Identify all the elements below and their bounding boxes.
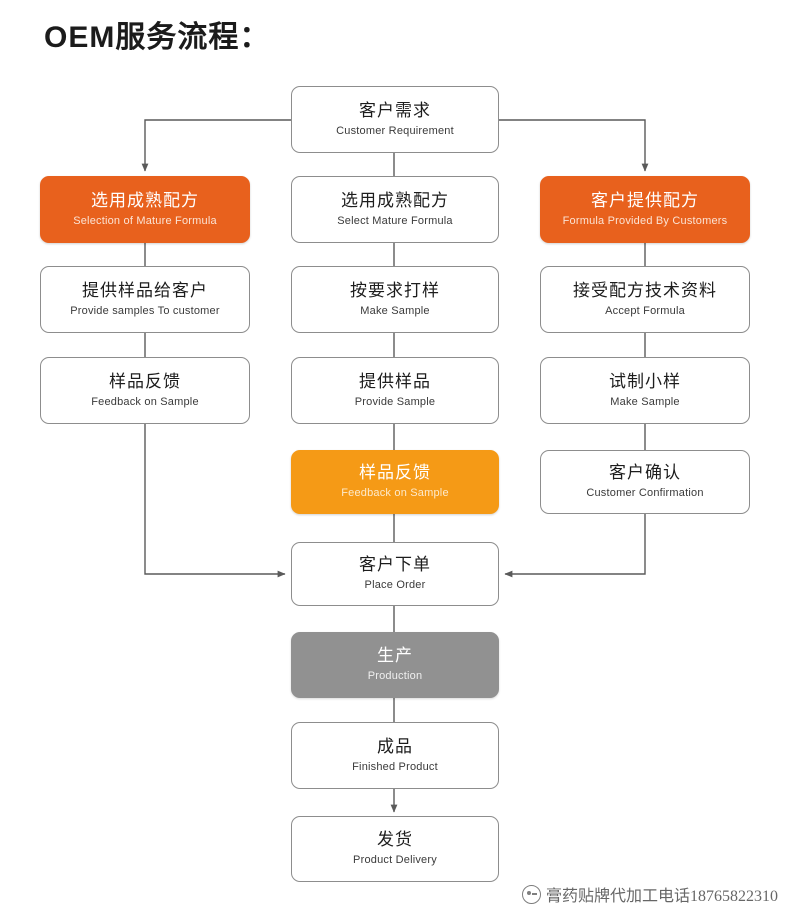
node-selection-of-mature-formula[interactable]: 选用成熟配方 Selection of Mature Formula [40, 176, 250, 243]
node-accept-formula[interactable]: 接受配方技术资料 Accept Formula [540, 266, 750, 333]
node-feedback-on-sample-center[interactable]: 样品反馈 Feedback on Sample [291, 450, 499, 514]
node-product-delivery[interactable]: 发货 Product Delivery [291, 816, 499, 882]
node-label-cn: 按要求打样 [350, 280, 440, 300]
node-select-mature-formula[interactable]: 选用成熟配方 Select Mature Formula [291, 176, 499, 243]
node-formula-provided-by-customers[interactable]: 客户提供配方 Formula Provided By Customers [540, 176, 750, 243]
node-label-en: Selection of Mature Formula [73, 214, 217, 227]
node-place-order[interactable]: 客户下单 Place Order [291, 542, 499, 606]
edge-left-feedback-to-place-order [144, 424, 286, 578]
node-label-cn: 试制小样 [609, 371, 681, 391]
edge-confirmation-to-place-order [504, 514, 646, 578]
node-label-cn: 选用成熟配方 [91, 190, 199, 210]
node-label-cn: 客户提供配方 [591, 190, 699, 210]
node-label-en: Place Order [364, 579, 426, 591]
node-provide-sample[interactable]: 提供样品 Provide Sample [291, 357, 499, 424]
node-label-en: Customer Confirmation [586, 487, 704, 499]
edge-requirement-to-mature-formula [141, 119, 291, 172]
node-label-en: Provide Sample [354, 395, 436, 408]
node-label-en: Customer Requirement [336, 124, 454, 137]
node-label-en: Select Mature Formula [337, 214, 453, 227]
edge-requirement-to-customer-formula [499, 119, 649, 172]
node-label-en: Make Sample [610, 395, 680, 408]
node-label-cn: 接受配方技术资料 [573, 280, 717, 300]
watermark-text: 膏药贴牌代加工电话18765822310 [545, 888, 778, 905]
node-label-en: Accept Formula [605, 304, 685, 317]
node-production[interactable]: 生产 Production [291, 632, 499, 698]
node-label-en: Make Sample [360, 304, 430, 317]
node-label-cn: 选用成熟配方 [341, 190, 449, 210]
node-finished-product[interactable]: 成品 Finished Product [291, 722, 499, 789]
node-label-en: Finished Product [352, 760, 438, 773]
node-label-en: Provide samples To customer [70, 304, 220, 317]
node-label-cn: 生产 [377, 646, 413, 665]
node-label-cn: 客户需求 [359, 100, 431, 120]
node-make-sample-right[interactable]: 试制小样 Make Sample [540, 357, 750, 424]
node-label-cn: 客户下单 [359, 555, 431, 574]
node-label-en: Formula Provided By Customers [562, 214, 728, 227]
node-label-en: Feedback on Sample [341, 487, 449, 499]
node-label-cn: 成品 [377, 736, 413, 756]
node-feedback-on-sample-left[interactable]: 样品反馈 Feedback on Sample [40, 357, 250, 424]
node-label-cn: 样品反馈 [359, 463, 431, 482]
node-label-cn: 发货 [377, 830, 413, 849]
node-provide-samples-to-customer[interactable]: 提供样品给客户 Provide samples To customer [40, 266, 250, 333]
node-label-cn: 提供样品 [359, 371, 431, 391]
node-make-sample-center[interactable]: 按要求打样 Make Sample [291, 266, 499, 333]
watermark: 膏药贴牌代加工电话18765822310 [521, 882, 778, 906]
page-title: OEM服务流程： [44, 21, 271, 54]
node-label-en: Production [367, 670, 423, 682]
node-label-cn: 客户确认 [609, 463, 681, 482]
node-label-cn: 样品反馈 [109, 371, 181, 391]
node-customer-requirement[interactable]: 客户需求 Customer Requirement [291, 86, 499, 153]
node-customer-confirmation[interactable]: 客户确认 Customer Confirmation [540, 450, 750, 514]
node-label-en: Feedback on Sample [91, 395, 199, 408]
node-label-en: Product Delivery [353, 854, 437, 866]
node-label-cn: 提供样品给客户 [82, 280, 208, 300]
circle-logo-icon [521, 884, 541, 904]
